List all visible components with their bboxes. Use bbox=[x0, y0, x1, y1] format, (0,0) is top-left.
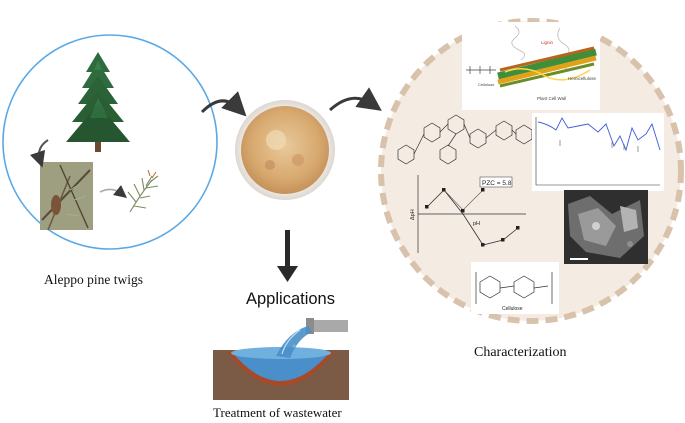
fiber-bundle-icon bbox=[497, 46, 597, 88]
arrow-tree-to-photo bbox=[29, 139, 49, 168]
delta-ph-axis-label: ΔpH bbox=[410, 209, 416, 220]
label-wastewater-treatment: Treatment of wastewater bbox=[213, 405, 342, 420]
cellulose-top-label: Cellulose bbox=[478, 82, 495, 87]
arrow-powder-to-characterization bbox=[328, 87, 382, 112]
pine-circle bbox=[2, 34, 218, 250]
label-aleppo-pine-twigs: Aleppo pine twigs bbox=[44, 272, 143, 287]
plant-cell-wall-label: Plant Cell Wall bbox=[537, 96, 566, 101]
arrow-pine-to-powder bbox=[200, 91, 247, 117]
twig-sketch-icon bbox=[127, 169, 159, 213]
sem-micrograph bbox=[564, 190, 648, 264]
arrow-photo-to-twig bbox=[99, 185, 127, 198]
arrow-down-to-applications bbox=[277, 230, 298, 282]
label-characterization: Characterization bbox=[474, 345, 567, 360]
hemicellulose-label: Hemicellulose bbox=[568, 76, 597, 81]
sawdust-powder-plate bbox=[235, 100, 335, 200]
cellulose-bottom-label: Cellulose bbox=[502, 306, 523, 312]
plant-cell-wall-inset: Cellulose Lignin Hemicellulose Plant Cel… bbox=[462, 22, 600, 110]
lignin-structure-drawing bbox=[397, 114, 541, 165]
wastewater-illustration bbox=[213, 318, 349, 400]
ftir-spectrum-inset bbox=[532, 113, 664, 191]
pine-tree-icon bbox=[66, 52, 130, 152]
cellulose-structure-inset: Cellulose bbox=[471, 262, 559, 314]
pzc-label: PZC = 5.8 bbox=[482, 180, 512, 187]
lignin-label: Lignin bbox=[541, 40, 554, 45]
twigs-photo bbox=[40, 162, 93, 231]
pzc-plot-inset: PZC = 5.8 pH ΔpH bbox=[410, 175, 526, 253]
label-applications: Applications bbox=[246, 290, 335, 308]
ph-axis-label: pH bbox=[473, 221, 480, 227]
